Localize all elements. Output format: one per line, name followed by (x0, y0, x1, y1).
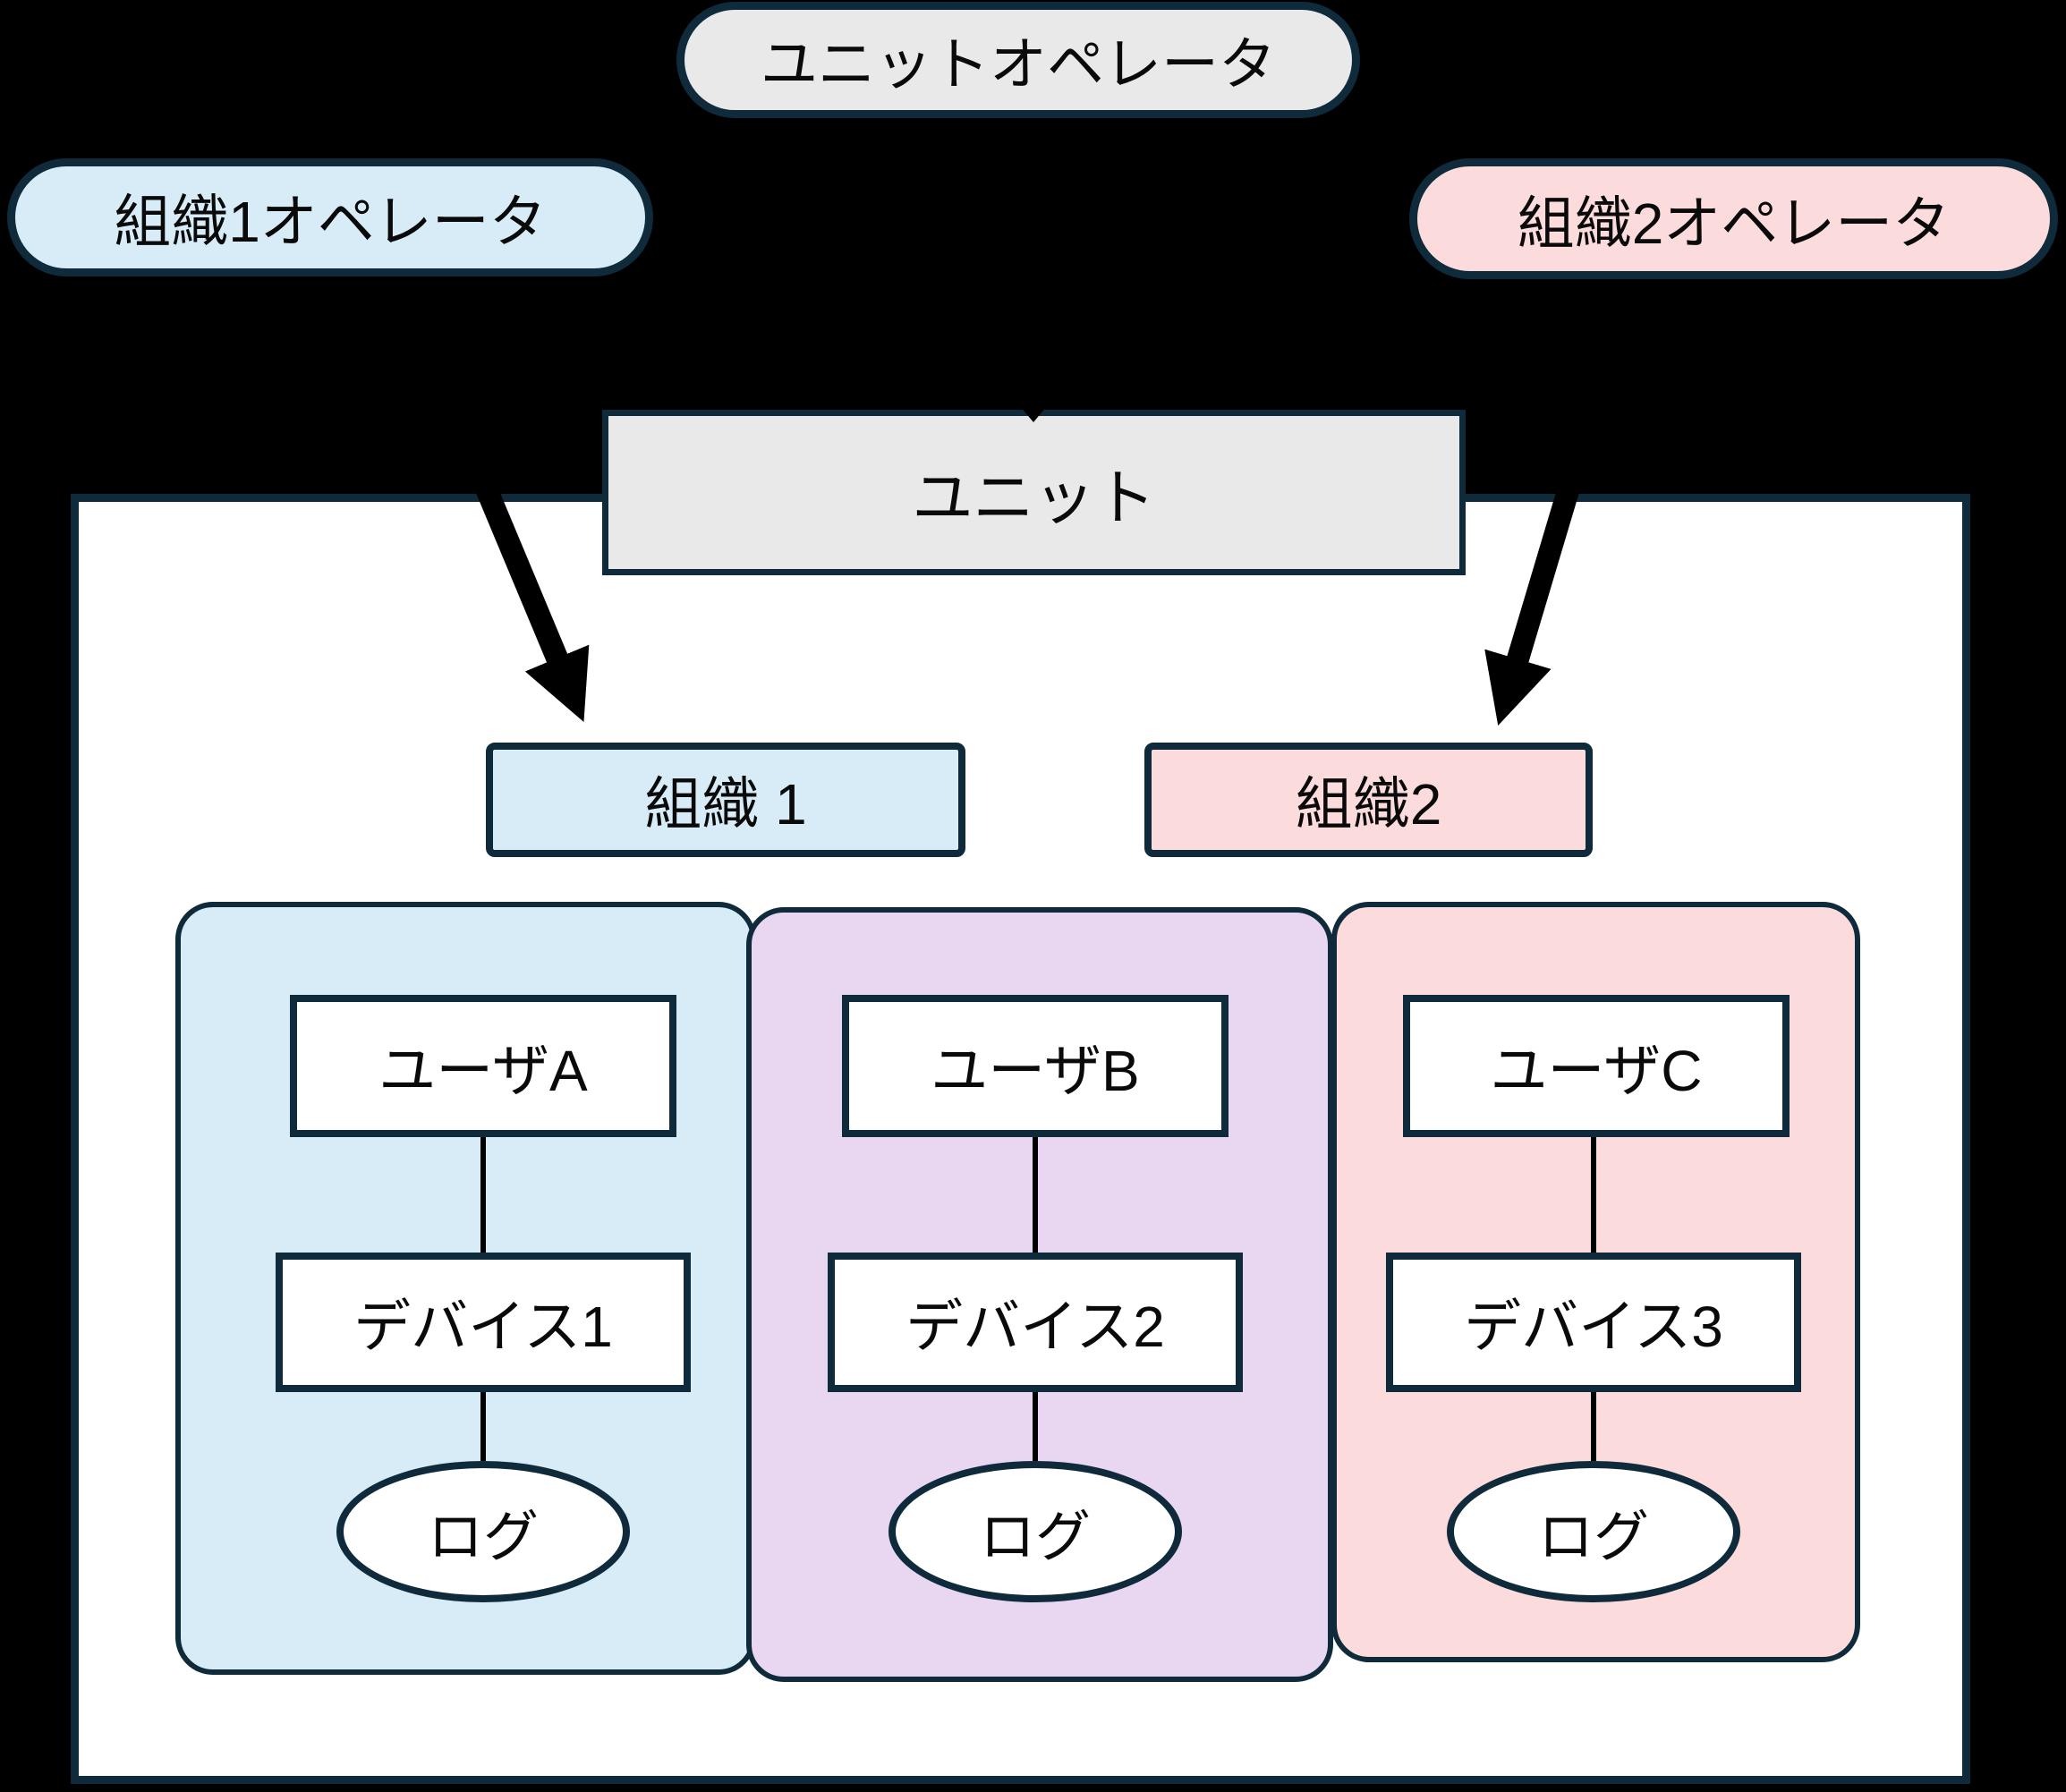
org2-label: 組織2 (1295, 772, 1442, 837)
org2-box: 組織2 (1144, 743, 1593, 857)
org2-operator-label: 組織2オペレータ (1517, 191, 1951, 256)
unit-operator-label: ユニットオペレータ (761, 32, 1276, 97)
log-3-label: ログ (1537, 1507, 1649, 1568)
device-3-box: デバイス3 (1386, 1253, 1801, 1392)
connector-device-2-log (1033, 1392, 1038, 1461)
pill-unit-operator: ユニットオペレータ (676, 2, 1360, 118)
connector-device-1-log (480, 1392, 486, 1461)
connector-user-c-device-3 (1591, 1137, 1596, 1253)
device-1-box: デバイス1 (276, 1253, 691, 1392)
unit-label: ユニット (912, 464, 1156, 532)
pill-org1-operator: 組織1オペレータ (7, 158, 653, 276)
device-2-label: デバイス2 (905, 1295, 1165, 1359)
log-2-label: ログ (979, 1507, 1091, 1568)
user-c-box: ユーザC (1403, 995, 1790, 1137)
connector-user-a-device-1 (480, 1137, 486, 1253)
org1-label: 組織 1 (644, 772, 807, 837)
connector-user-b-device-2 (1033, 1137, 1038, 1253)
unit-box: ユニット (602, 410, 1466, 575)
log-ellipse-3: ログ (1447, 1461, 1740, 1602)
user-b-box: ユーザB (842, 995, 1229, 1137)
user-a-label: ユーザA (378, 1038, 588, 1103)
user-c-label: ユーザC (1490, 1038, 1703, 1103)
log-ellipse-2: ログ (888, 1461, 1182, 1602)
device-3-label: デバイス3 (1464, 1295, 1723, 1359)
user-a-box: ユーザA (290, 995, 676, 1137)
pill-org2-operator: 組織2オペレータ (1409, 158, 2058, 279)
user-b-label: ユーザB (931, 1038, 1140, 1103)
log-ellipse-1: ログ (336, 1461, 630, 1602)
device-1-label: デバイス1 (353, 1295, 613, 1359)
org1-operator-label: 組織1オペレータ (114, 190, 547, 254)
connector-device-3-log (1591, 1392, 1596, 1461)
log-1-label: ログ (427, 1507, 539, 1568)
org1-box: 組織 1 (486, 743, 965, 857)
device-2-box: デバイス2 (828, 1253, 1243, 1392)
